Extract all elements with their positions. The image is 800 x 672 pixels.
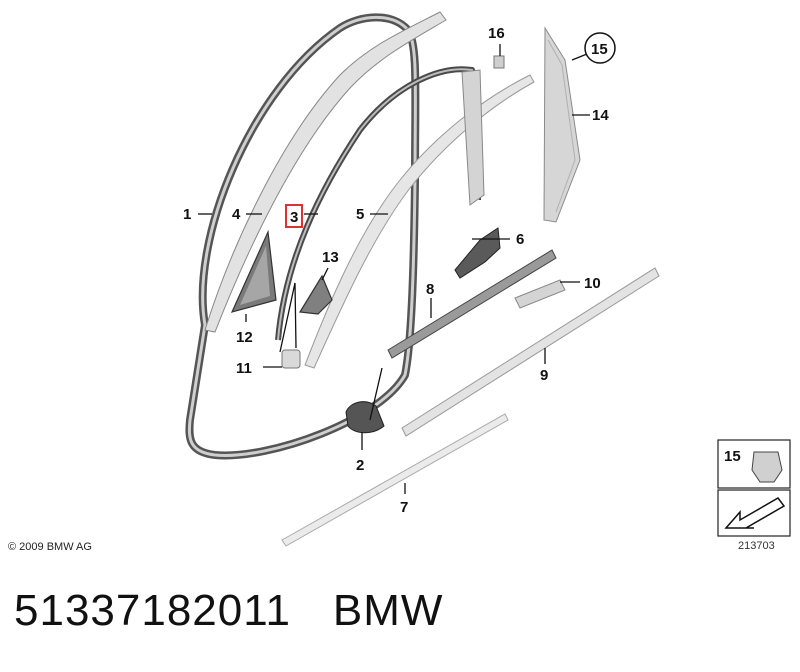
callout-16: 16 <box>488 25 505 42</box>
part-11-clip <box>281 349 301 369</box>
part-16-clip <box>493 55 505 69</box>
inset-panel: 15 <box>717 439 791 537</box>
callout-6: 6 <box>516 231 524 248</box>
part-10-end-cap <box>514 279 566 309</box>
callout-7: 7 <box>400 499 408 516</box>
callout-5: 5 <box>356 206 364 223</box>
callout-15-circle <box>584 32 616 64</box>
callout-3: 3 <box>290 209 298 226</box>
inset-clip-image <box>751 451 783 483</box>
part-5-trim <box>304 74 535 369</box>
pillar-cover <box>461 69 485 206</box>
callout-10: 10 <box>584 275 601 292</box>
part-9-trim-strip <box>401 267 660 437</box>
brand-name: BMW <box>332 586 444 635</box>
copyright: © 2009 BMW AG <box>8 541 92 553</box>
part-14-pillar-panel <box>543 26 581 223</box>
callout-12: 12 <box>236 329 253 346</box>
part-8-belt-strip <box>387 249 557 359</box>
leader-lines <box>198 44 593 494</box>
diagram-id: 213703 <box>738 540 775 552</box>
part-7-sill-strip <box>281 413 509 547</box>
callout-3-highlight <box>285 204 303 228</box>
callout-15: 15 <box>591 41 608 58</box>
part-13-triangle-trim <box>298 274 333 315</box>
arrow-icon <box>724 497 786 529</box>
callout-2: 2 <box>356 457 364 474</box>
part-12-mirror-cover <box>230 229 277 313</box>
parts-diagram: 1 4 3 5 6 13 12 11 8 10 9 2 7 16 15 14 1… <box>183 11 791 547</box>
part-4-window-channel <box>204 11 447 333</box>
callout-9: 9 <box>540 367 548 384</box>
callout-13: 13 <box>322 249 339 266</box>
part-number: 51337182011 <box>14 586 291 635</box>
part-6-bracket <box>454 227 501 279</box>
inset-label: 15 <box>724 448 741 465</box>
callout-14: 14 <box>592 107 609 124</box>
callout-11: 11 <box>236 360 252 377</box>
callout-8: 8 <box>426 281 434 298</box>
callout-4: 4 <box>232 206 241 223</box>
callouts: 1 4 3 5 6 13 12 11 8 10 9 2 7 16 15 14 <box>183 25 616 516</box>
part-2-connector <box>345 401 385 434</box>
footer-title: 51337182011 BMW <box>14 586 443 636</box>
callout-1: 1 <box>183 206 191 223</box>
